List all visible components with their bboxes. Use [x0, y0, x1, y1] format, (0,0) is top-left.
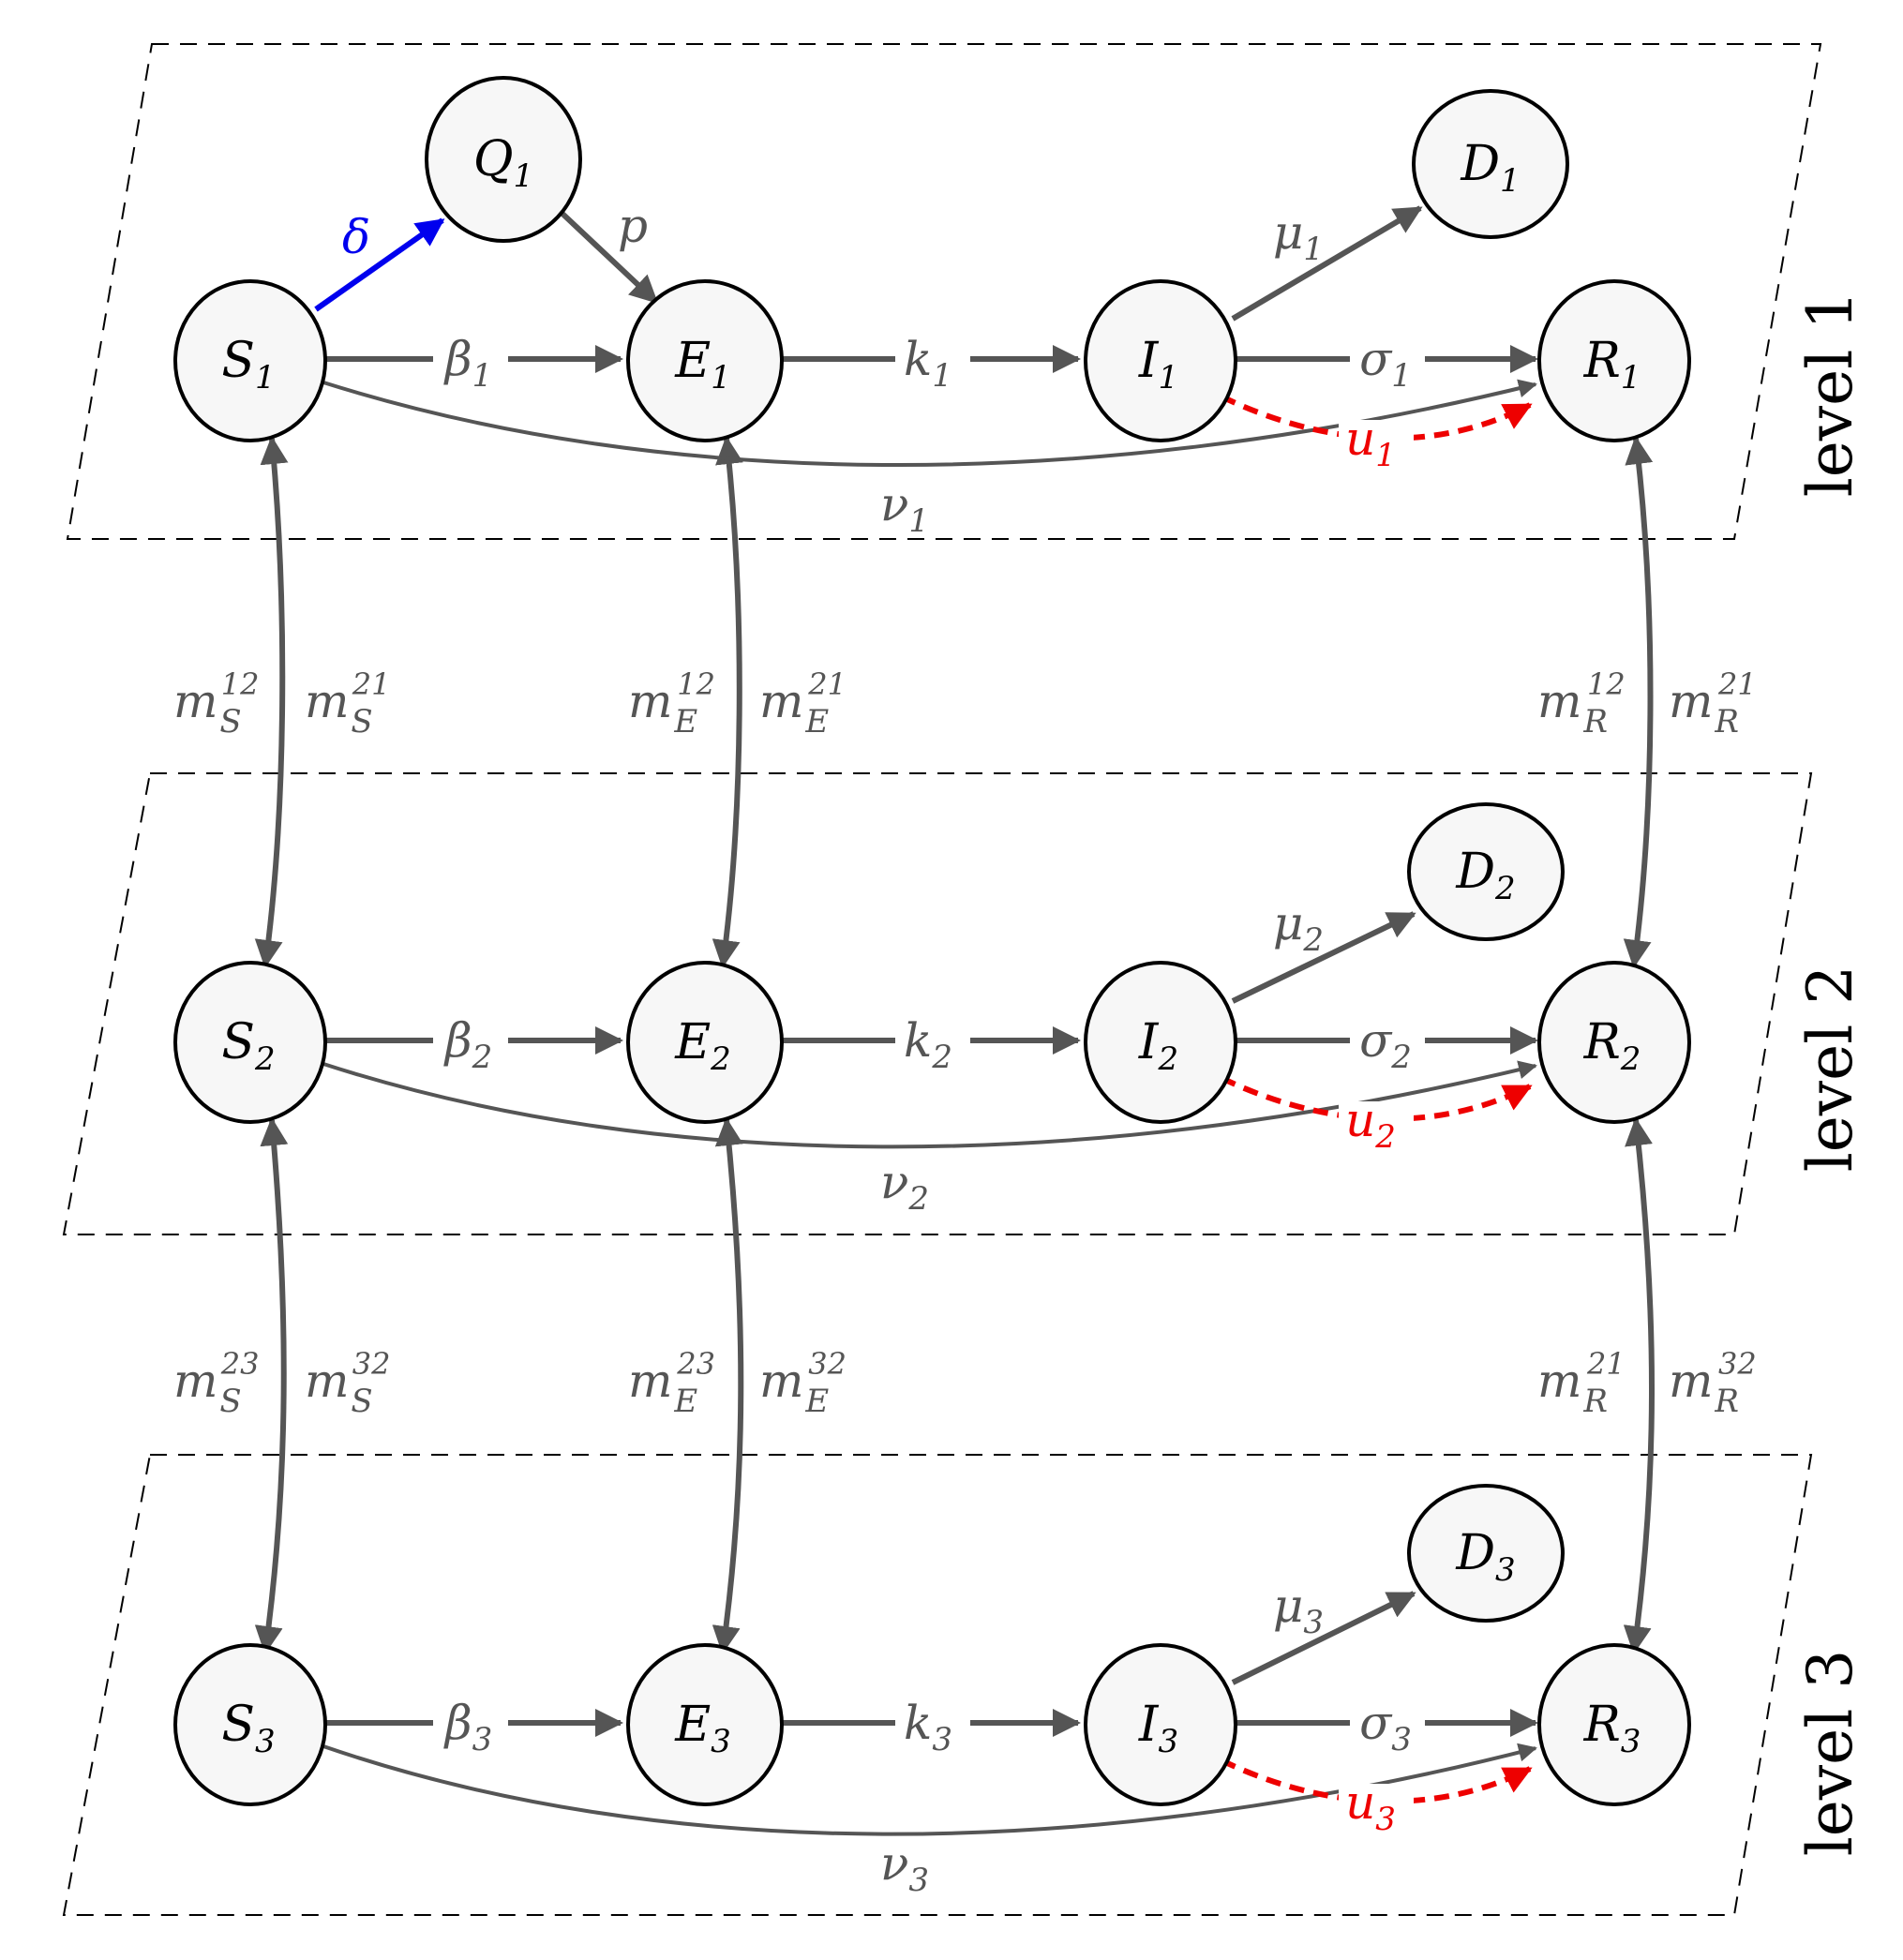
level-2-label: level 2: [1794, 965, 1866, 1173]
node-r3: R3: [1537, 1643, 1691, 1806]
edge-label-sigma-1: σ1: [1359, 332, 1412, 395]
level-1-plane: [66, 43, 1822, 540]
edge-label-mu-1: μ1: [1273, 205, 1324, 268]
svg-text:S1: S1: [221, 333, 275, 396]
edge-label-mu-3: μ3: [1273, 1578, 1324, 1641]
node-d1: D1: [1412, 89, 1569, 239]
migration-label-s-12-left: mS12: [173, 666, 259, 741]
edge-label-nu-3: ν3: [880, 1836, 929, 1899]
migration-label-s-12-right: mS21: [305, 666, 390, 741]
edge-s3-r3: [322, 1743, 1537, 1836]
edge-i1-d1: [1231, 205, 1423, 322]
level-1-label: level 1: [1794, 291, 1866, 498]
edge-label-u-3: u3: [1345, 1775, 1396, 1838]
edge-label-beta-2: β2: [443, 1013, 493, 1076]
edge-label-u-2: u2: [1345, 1093, 1396, 1156]
edge-label-k-1: k1: [904, 332, 952, 395]
edge-i2-d2: [1231, 911, 1416, 1004]
svg-text:I2: I2: [1138, 1014, 1178, 1078]
migration-label-r-23-left: mR21: [1537, 1346, 1626, 1420]
level-2-plane: [62, 772, 1813, 1235]
svg-text:R3: R3: [1583, 1697, 1641, 1760]
level-3-edges: β3 k3 σ3 μ3 ν3 u3: [322, 1578, 1538, 1899]
migration-r-23-edge: [1623, 1117, 1655, 1654]
migration-label-e-12-left: mE12: [628, 666, 715, 741]
node-s3: S3: [173, 1643, 327, 1806]
level-3-label: level 3: [1794, 1650, 1866, 1857]
edge-label-beta-3: β3: [443, 1696, 493, 1758]
svg-text:S3: S3: [221, 1697, 275, 1760]
level-3-plane: [62, 1454, 1813, 1916]
edge-label-k-2: k2: [904, 1013, 952, 1076]
edge-label-beta-1: β1: [443, 332, 493, 395]
migration-labels: mS12 mS21 mE12 mE21 mR12 mR21 mS23 mS32 …: [173, 666, 1757, 1420]
migration-label-e-12-right: mE21: [759, 666, 847, 741]
svg-text:S2: S2: [221, 1014, 275, 1078]
node-r2: R2: [1537, 961, 1691, 1124]
edge-label-mu-2: μ2: [1273, 896, 1324, 959]
edge-label-u-1: u1: [1345, 411, 1396, 474]
node-s2: S2: [173, 961, 327, 1124]
edge-label-sigma-3: σ3: [1359, 1696, 1412, 1758]
node-d2: D2: [1407, 802, 1565, 941]
migration-label-e-23-right: mE32: [759, 1346, 847, 1420]
migration-label-s-23-left: mS23: [173, 1346, 259, 1420]
migration-label-r-12-right: mR21: [1669, 666, 1757, 741]
node-i1: I1: [1084, 279, 1237, 442]
edge-q1-e1: [560, 211, 659, 305]
svg-text:E2: E2: [674, 1014, 731, 1078]
node-r1: R1: [1537, 279, 1691, 442]
node-q1: Q1: [425, 76, 582, 243]
migration-label-s-23-right: mS32: [305, 1346, 390, 1420]
node-s1: S1: [173, 279, 327, 442]
edge-label-p: p: [618, 199, 648, 253]
svg-text:R1: R1: [1583, 333, 1641, 396]
edge-label-delta: δ: [342, 210, 370, 264]
migration-label-r-12-left: mR12: [1537, 666, 1626, 741]
edge-s1-r1: [322, 379, 1537, 468]
level-1-edges: β1 k1 σ1 μ1 ν1 u1 δ p: [314, 199, 1538, 540]
edge-label-nu-1: ν1: [880, 477, 929, 540]
svg-text:D1: D1: [1460, 136, 1520, 200]
migration-e-12-edge: [712, 436, 743, 968]
svg-text:I1: I1: [1138, 333, 1178, 396]
svg-text:D3: D3: [1455, 1525, 1515, 1589]
svg-text:Q1: Q1: [473, 131, 533, 195]
edge-s1-q1: [314, 217, 445, 312]
node-e2: E2: [626, 961, 784, 1124]
migration-r-12-edge: [1623, 436, 1654, 968]
node-d3: D3: [1407, 1484, 1565, 1623]
level-2-edges: β2 k2 σ2 μ2 ν2 u2: [322, 896, 1538, 1218]
svg-text:D2: D2: [1455, 844, 1515, 907]
migration-label-e-23-left: mE23: [628, 1346, 715, 1420]
migration-label-r-23-right: mR32: [1669, 1346, 1757, 1420]
node-i3: I3: [1084, 1643, 1237, 1806]
migration-e-23-edge: [712, 1117, 744, 1654]
edge-i3-d3: [1231, 1591, 1416, 1685]
edge-label-k-3: k3: [904, 1696, 952, 1758]
node-e1: E1: [626, 279, 784, 442]
migration-s-12-edge: [254, 436, 289, 968]
svg-text:E1: E1: [674, 333, 731, 396]
edge-s2-r2: [322, 1060, 1537, 1149]
node-e3: E3: [626, 1643, 784, 1806]
node-i2: I2: [1084, 961, 1237, 1124]
migration-s-23-edge: [254, 1117, 289, 1654]
svg-text:E3: E3: [674, 1697, 731, 1760]
edge-label-nu-2: ν2: [880, 1155, 929, 1218]
svg-text:R2: R2: [1583, 1014, 1641, 1078]
edge-label-sigma-2: σ2: [1359, 1013, 1412, 1076]
svg-text:I3: I3: [1138, 1697, 1178, 1760]
